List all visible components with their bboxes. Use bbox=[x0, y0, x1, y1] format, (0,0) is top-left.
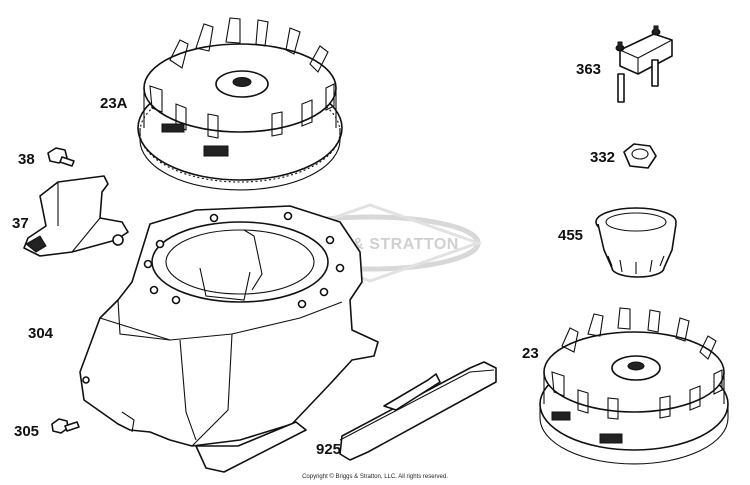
bracket-363-part bbox=[615, 25, 673, 103]
callout-23a: 23A bbox=[100, 95, 128, 112]
air-guide-37-part bbox=[23, 175, 129, 257]
callout-23: 23 bbox=[522, 345, 539, 362]
blower-housing-304-part bbox=[79, 205, 379, 473]
screw-305-part bbox=[51, 418, 80, 434]
cup-455-part bbox=[595, 207, 677, 278]
copyright-notice: Copyright © Briggs & Stratton, LLC. All … bbox=[302, 474, 448, 480]
nut-332-part bbox=[623, 143, 657, 169]
callout-925: 925 bbox=[316, 441, 342, 458]
flywheel-23-part bbox=[539, 307, 729, 465]
callout-37: 37 bbox=[12, 215, 29, 232]
cover-925-part bbox=[339, 361, 497, 461]
screw-38-part bbox=[47, 147, 75, 167]
callout-305: 305 bbox=[14, 423, 40, 440]
callout-38: 38 bbox=[18, 151, 35, 168]
callout-332: 332 bbox=[590, 149, 616, 166]
callout-455: 455 bbox=[558, 227, 584, 244]
flywheel-23a-part bbox=[137, 17, 343, 191]
callout-363: 363 bbox=[576, 61, 602, 78]
callout-304: 304 bbox=[28, 325, 54, 342]
